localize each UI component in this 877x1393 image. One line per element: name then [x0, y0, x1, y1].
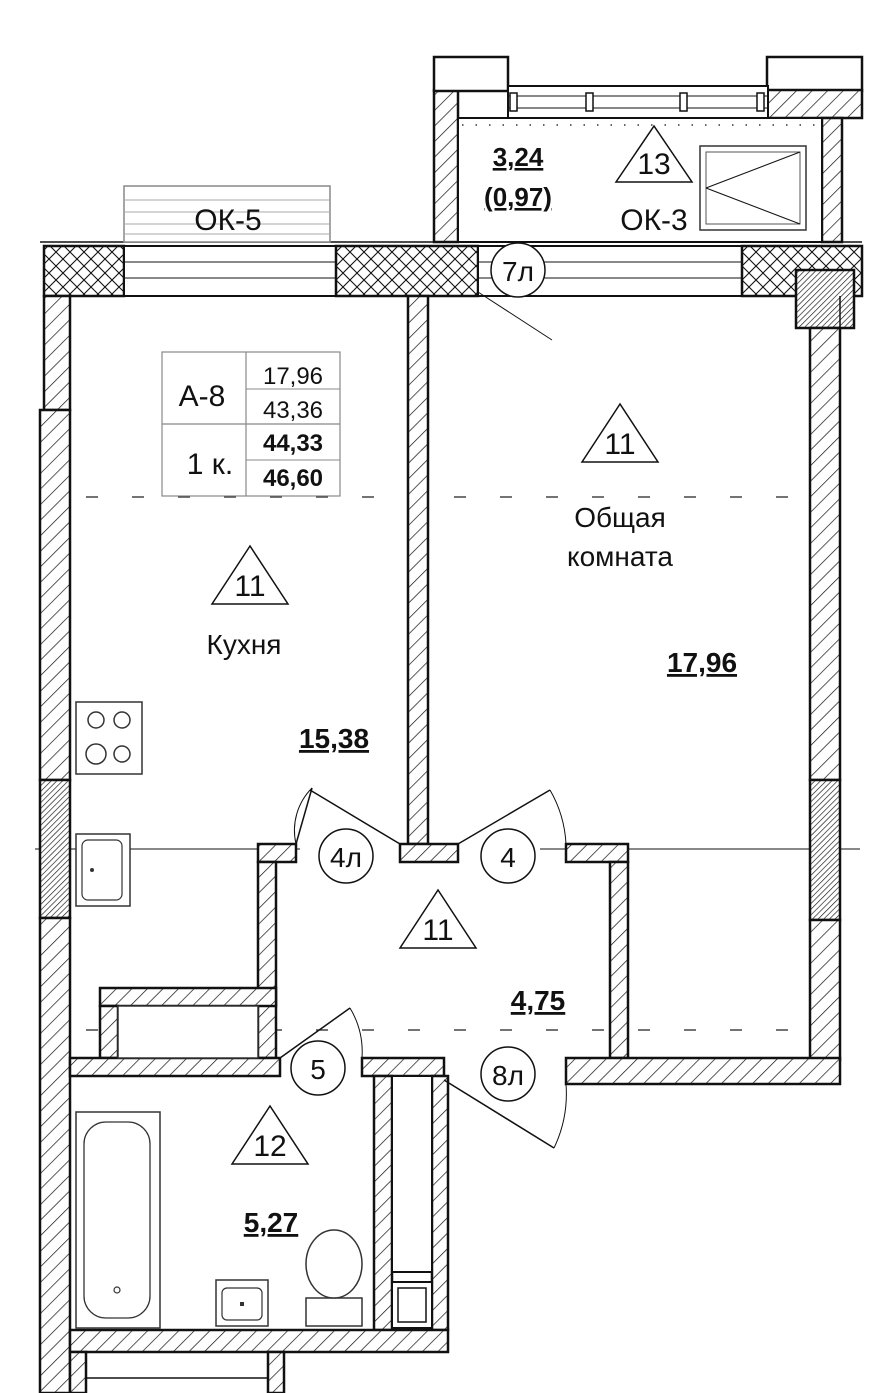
grid-lines	[35, 496, 860, 1031]
kitchen-sink	[75, 833, 131, 907]
shaft	[391, 1075, 433, 1329]
toilet	[305, 1229, 363, 1327]
kitchen-mark-triangle	[210, 544, 290, 605]
door-mark-loggia: 7л	[490, 242, 546, 298]
door-loggia-label: 7л	[502, 256, 534, 287]
living-area: 17,96	[667, 647, 737, 678]
bathroom-area: 5,27	[244, 1207, 299, 1238]
hall-label-group: 11 4,75	[398, 888, 566, 1016]
apartment-rooms: 1 к.	[187, 448, 233, 481]
living-name-line2: комната	[567, 541, 673, 572]
loggia-mark: 13	[637, 148, 670, 181]
hall-mark: 11	[422, 914, 453, 947]
door-mark-entrance: 8л	[480, 1046, 536, 1102]
door-mark-kitchen: 4л	[318, 828, 374, 884]
living-mark-triangle	[580, 402, 660, 463]
loggia-label-group: 3,24 (0,97) 13 ОК-3	[484, 124, 694, 237]
loggia-wall-right	[765, 88, 864, 120]
bathroom-label-group: 12 5,27	[230, 1104, 310, 1238]
door-mark-living: 4	[480, 828, 536, 884]
kitchen-area: 15,38	[299, 723, 369, 754]
kitchen-window	[123, 185, 331, 243]
area-bold-2: 46,60	[263, 465, 323, 492]
area-bold-1: 44,33	[263, 430, 323, 457]
kitchen-window-label: ОК-5	[194, 204, 262, 237]
kitchen-name: Кухня	[207, 629, 282, 660]
washbasin	[215, 1279, 269, 1327]
door-kitchen-label: 4л	[330, 842, 362, 873]
bathroom-mark-triangle	[230, 1104, 310, 1165]
door-mark-bathroom: 5	[290, 1040, 346, 1096]
bathroom-mark: 12	[253, 1130, 286, 1163]
kitchen-mark: 11	[234, 570, 265, 603]
kitchen-label-group: 11 Кухня 15,38	[207, 544, 369, 754]
loggia-wall-left	[432, 88, 460, 244]
loggia-area: 3,24	[493, 142, 544, 172]
living-area-value: 17,96	[263, 363, 323, 390]
loggia-mark-triangle	[614, 124, 694, 183]
living-mark: 11	[604, 428, 635, 461]
west-wall	[38, 294, 72, 1393]
apartment-info-table: А-8 1 к. 17,96 43,36 44,33 46,60	[161, 351, 341, 497]
door-entrance-label: 8л	[492, 1060, 524, 1091]
kitchen-stove	[75, 701, 143, 775]
door-bathroom-label: 5	[310, 1054, 326, 1085]
door-living-label: 4	[500, 842, 516, 873]
loggia	[432, 55, 864, 244]
north-wall	[40, 241, 864, 341]
interior-walls	[68, 294, 842, 1393]
living-name-line1: Общая	[574, 502, 666, 533]
hall-wardrobe	[117, 1005, 259, 1059]
door-swings	[279, 787, 567, 1149]
hall-area: 4,75	[511, 985, 566, 1016]
east-wall	[808, 296, 842, 1062]
hall-mark-triangle	[398, 888, 478, 949]
apartment-code: А-8	[179, 380, 226, 413]
bathtub	[75, 1111, 161, 1329]
living-label-group: 11 Общая комната 17,96	[567, 402, 737, 678]
loggia-window-label: ОК-3	[620, 204, 688, 237]
total-area-value: 43,36	[263, 397, 323, 424]
loggia-area-reduced: (0,97)	[484, 182, 552, 212]
